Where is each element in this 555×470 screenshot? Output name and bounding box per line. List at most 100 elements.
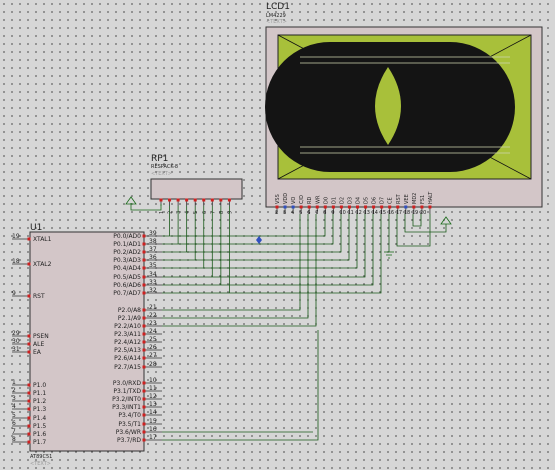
rp1-pin-dot[interactable] bbox=[219, 198, 223, 202]
u1-left-pin-dot[interactable] bbox=[27, 416, 31, 420]
u1-left-pin-dot[interactable] bbox=[27, 440, 31, 444]
u1-right-pin-dot[interactable] bbox=[142, 340, 146, 344]
lcd-pin-dot[interactable] bbox=[299, 205, 303, 209]
lcd-pin-dot[interactable] bbox=[323, 205, 327, 209]
u1-left-pin-dot[interactable] bbox=[27, 383, 31, 387]
lcd-ref-label: LCD1 bbox=[266, 2, 290, 12]
wires bbox=[162, 206, 447, 441]
lcd-pin-dot[interactable] bbox=[364, 205, 368, 209]
lcd-part-label: LM4229 bbox=[266, 13, 286, 19]
u1-right-pin-dot[interactable] bbox=[142, 316, 146, 320]
rp1-pin-number: 6 bbox=[202, 211, 208, 214]
u1-left-pin-dot[interactable] bbox=[27, 399, 31, 403]
u1-left-pin-number: 19 bbox=[12, 233, 20, 240]
wire bbox=[396, 214, 431, 247]
u1-left-pin-dot[interactable] bbox=[27, 407, 31, 411]
rp1-pin-dot[interactable] bbox=[185, 198, 189, 202]
u1-left-pin-dot[interactable] bbox=[27, 432, 31, 436]
u1-left-pin-dot[interactable] bbox=[27, 334, 31, 338]
u1-right-pin-number: 39 bbox=[149, 230, 157, 237]
u1-right-pin-label: P0.3/AD3 bbox=[113, 257, 141, 264]
u1-right-pin-number: 34 bbox=[149, 271, 157, 278]
lcd-pin-dot[interactable] bbox=[307, 205, 311, 209]
rp1-pin-dot[interactable] bbox=[168, 198, 172, 202]
rp1-pin-number: 3 bbox=[176, 211, 182, 214]
rp1-pin-dot[interactable] bbox=[159, 198, 163, 202]
u1-left-pin-dot[interactable] bbox=[27, 391, 31, 395]
lcd-pin-dot[interactable] bbox=[339, 205, 343, 209]
wire bbox=[162, 330, 319, 441]
lcd-pin-dot[interactable] bbox=[275, 205, 279, 209]
lcd-pin-number: 13 bbox=[364, 210, 370, 216]
lcd-pin-label: MD2 bbox=[412, 193, 418, 204]
wire bbox=[162, 214, 382, 294]
lcd-pin-number: 12 bbox=[356, 210, 362, 216]
u1-left-pin-label: RST bbox=[33, 293, 45, 300]
rp1-pin-dot[interactable] bbox=[202, 198, 206, 202]
lcd-pin-dot[interactable] bbox=[291, 205, 295, 209]
lcd-pin-dot[interactable] bbox=[420, 205, 424, 209]
u1-right-pin-dot[interactable] bbox=[142, 332, 146, 336]
u1-right-pin-dot[interactable] bbox=[142, 365, 146, 369]
u1-left-pin-dot[interactable] bbox=[27, 342, 31, 346]
u1-left-pin-number: 4 bbox=[12, 403, 16, 410]
u1-right-pin-dot[interactable] bbox=[142, 283, 146, 287]
u1-left-pin-dot[interactable] bbox=[27, 262, 31, 266]
u1-left-pin-number: 29 bbox=[12, 330, 20, 337]
u1-right-pin-dot[interactable] bbox=[142, 258, 146, 262]
rp1-pin-dot[interactable] bbox=[176, 198, 180, 202]
lcd-pin-dot[interactable] bbox=[428, 205, 432, 209]
u1-right-pin-dot[interactable] bbox=[142, 324, 146, 328]
rp1-pin-dot[interactable] bbox=[210, 198, 214, 202]
u1-left-pin-dot[interactable] bbox=[27, 424, 31, 428]
lcd-pin-dot[interactable] bbox=[412, 205, 416, 209]
u1-left-pin-dot[interactable] bbox=[27, 237, 31, 241]
lcd-pin-dot[interactable] bbox=[356, 205, 359, 209]
wire bbox=[162, 214, 301, 311]
u1-right-pin-dot[interactable] bbox=[142, 242, 146, 246]
lcd-pin-dot[interactable] bbox=[396, 205, 400, 209]
u1-left-pin-dot[interactable] bbox=[27, 294, 31, 298]
lcd-pin-dot[interactable] bbox=[380, 205, 384, 209]
u1-right-pin-dot[interactable] bbox=[142, 250, 146, 254]
u1-right-pin-number: 13 bbox=[149, 401, 157, 408]
rp1-pin-dot[interactable] bbox=[193, 198, 197, 202]
u1-right-pin-dot[interactable] bbox=[142, 389, 146, 393]
u1-right-pin-label: P3.7/RD bbox=[117, 437, 141, 444]
u1-right-pin-dot[interactable] bbox=[142, 356, 146, 360]
u1-right-pin-dot[interactable] bbox=[142, 348, 146, 352]
u1-right-pin-dot[interactable] bbox=[142, 397, 146, 401]
rp1-part-label: RESPACK-8 bbox=[151, 164, 178, 170]
u1-right-pin-number: 17 bbox=[149, 434, 157, 441]
u1-right-pin-dot[interactable] bbox=[142, 275, 146, 279]
u1-right-pin-dot[interactable] bbox=[142, 430, 146, 434]
u1-right-pin-dot[interactable] bbox=[142, 381, 146, 385]
u1-right-pin-dot[interactable] bbox=[142, 413, 146, 417]
lcd-pin-dot[interactable] bbox=[347, 205, 351, 209]
u1-left-pin-number: 31 bbox=[12, 346, 20, 353]
lcd-pin-dot[interactable] bbox=[315, 205, 319, 209]
lcd-pin-dot[interactable] bbox=[404, 205, 408, 209]
lcd-pin-dot[interactable] bbox=[331, 205, 335, 209]
lcd-pin-number: 4 bbox=[291, 210, 294, 216]
lcd-pin-dot[interactable] bbox=[283, 205, 287, 209]
lcd-pin-label: WR bbox=[315, 195, 321, 204]
lcd-pin-dot[interactable] bbox=[372, 205, 376, 209]
rp1-pin-dot[interactable] bbox=[227, 198, 231, 202]
u1-right-pin-dot[interactable] bbox=[142, 234, 146, 238]
u1-right-pin-dot[interactable] bbox=[142, 422, 146, 426]
ground-symbol bbox=[384, 251, 394, 259]
lcd-lens-shape bbox=[375, 67, 401, 145]
u1-left-pin-label: P1.1 bbox=[33, 390, 46, 397]
u1-right-pin-dot[interactable] bbox=[142, 438, 146, 442]
lcd-pin-dot[interactable] bbox=[388, 205, 392, 209]
u1-right-pin-dot[interactable] bbox=[142, 308, 146, 312]
u1-right-pin-dot[interactable] bbox=[142, 291, 146, 295]
u1-right-pin-dot[interactable] bbox=[142, 266, 146, 270]
u1-right-pin-dot[interactable] bbox=[142, 405, 146, 409]
u1-left-pin-dot[interactable] bbox=[27, 350, 31, 354]
